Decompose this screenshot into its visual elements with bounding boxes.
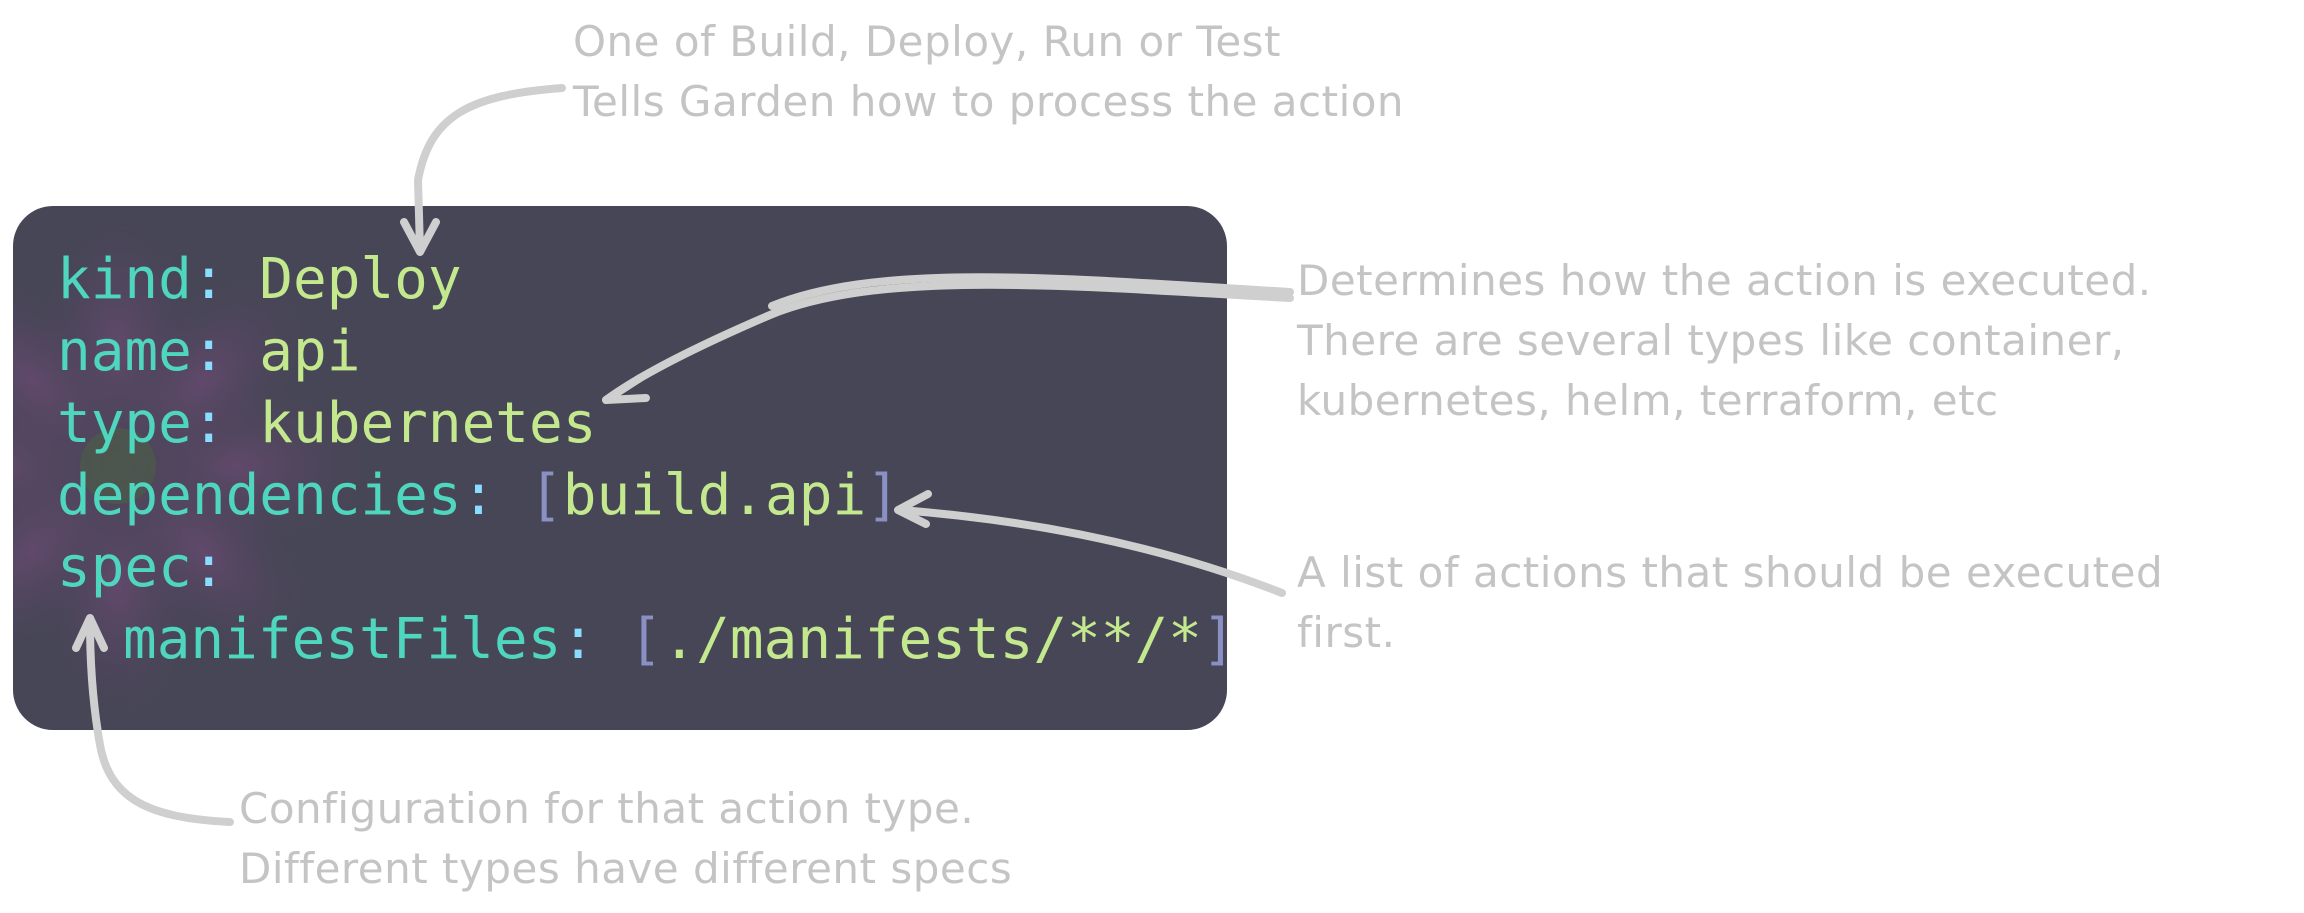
annotation-spec: Configuration for that action type. Diff… [239,779,1012,899]
code-key-manifest: manifestFiles [123,607,562,672]
code-colon: : [561,607,596,672]
code-colon: : [191,319,226,384]
annotation-dependencies-line: A list of actions that should be execute… [1297,548,2164,597]
code-value-manifest: ./manifests/**/* [662,607,1202,672]
annotation-kind: One of Build, Deploy, Run or Test Tells … [573,12,1404,132]
annotation-dependencies-line: first. [1297,608,1396,657]
annotation-type-line: There are several types like container, [1297,316,2125,365]
code-value-type: kubernetes [259,391,597,456]
code-value-name: api [259,319,361,384]
code-key-type: type [57,391,192,456]
annotation-type: Determines how the action is executed. T… [1297,251,2152,431]
annotation-dependencies: A list of actions that should be execute… [1297,543,2163,663]
code-key-spec: spec [57,535,192,600]
code-line-manifest: manifestFiles: [./manifests/**/*] [57,604,1227,676]
code-value-dependencies: build.api [562,463,867,528]
code-bracket-open: [ [529,463,563,528]
code-colon: : [191,391,226,456]
code-colon: : [191,247,226,312]
code-colon: : [191,535,226,600]
code-bracket-open: [ [628,607,663,672]
flower-background-icon [13,221,363,711]
code-key-kind: kind [57,247,192,312]
annotation-type-line: kubernetes, helm, terraform, etc [1297,376,1999,425]
code-bracket-close: ] [1202,607,1227,672]
annotation-type-line: Determines how the action is executed. [1297,256,2152,305]
annotation-kind-line: One of Build, Deploy, Run or Test [573,17,1282,66]
code-key-name: name [57,319,192,384]
code-line-kind: kind: Deploy [57,244,1227,316]
annotation-spec-line: Different types have different specs [239,844,1013,893]
annotation-kind-line: Tells Garden how to process the action [573,77,1405,126]
code-key-dependencies: dependencies [57,463,462,528]
code-line-type: type: kubernetes [57,388,1227,460]
code-line-spec: spec: [57,532,1227,604]
code-bracket-close: ] [866,463,900,528]
code-line-dependencies: dependencies: [build.api] [57,460,1227,532]
code-value-kind: Deploy [259,247,462,312]
code-colon: : [461,463,496,528]
annotation-spec-line: Configuration for that action type. [239,784,975,833]
code-line-name: name: api [57,316,1227,388]
